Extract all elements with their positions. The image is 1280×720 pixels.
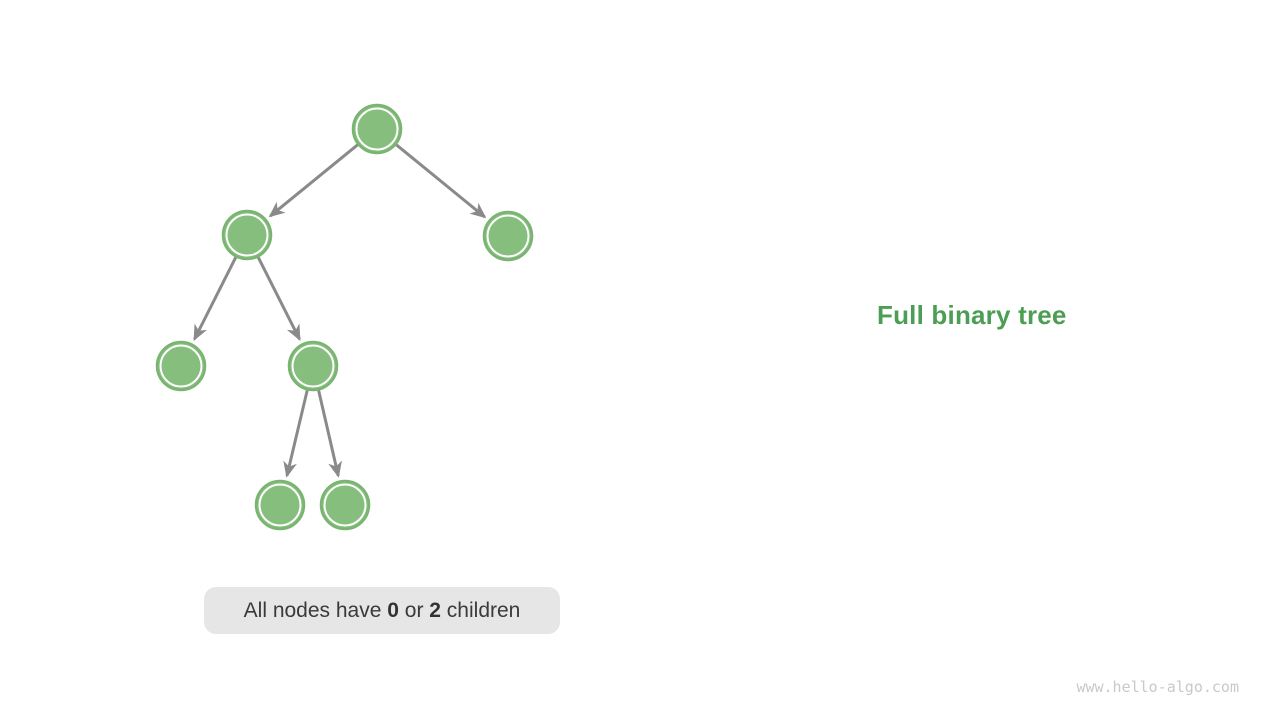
caption-text: or	[398, 598, 430, 622]
watermark: www.hello-algo.com	[1076, 678, 1239, 696]
tree-edge	[193, 256, 238, 341]
tree-edge	[268, 143, 359, 218]
tree-edge	[256, 256, 301, 341]
tree-node	[319, 479, 371, 531]
tree-edge	[283, 389, 309, 478]
diagram-title: Full binary tree	[877, 300, 1067, 330]
tree-node	[155, 340, 207, 392]
tree-edge	[317, 390, 342, 478]
tree-edge	[395, 143, 487, 219]
tree-node	[254, 479, 306, 531]
tree-node	[351, 103, 403, 155]
tree-node	[287, 340, 339, 392]
caption-text: All nodes have	[243, 598, 388, 622]
caption-box: All nodes have 0 or 2 children	[204, 587, 560, 634]
caption-bold-zero: 0	[387, 598, 399, 622]
tree-node	[482, 210, 534, 262]
tree-node	[221, 209, 273, 261]
caption-bold-two: 2	[429, 598, 441, 622]
caption-text: children	[440, 598, 521, 622]
